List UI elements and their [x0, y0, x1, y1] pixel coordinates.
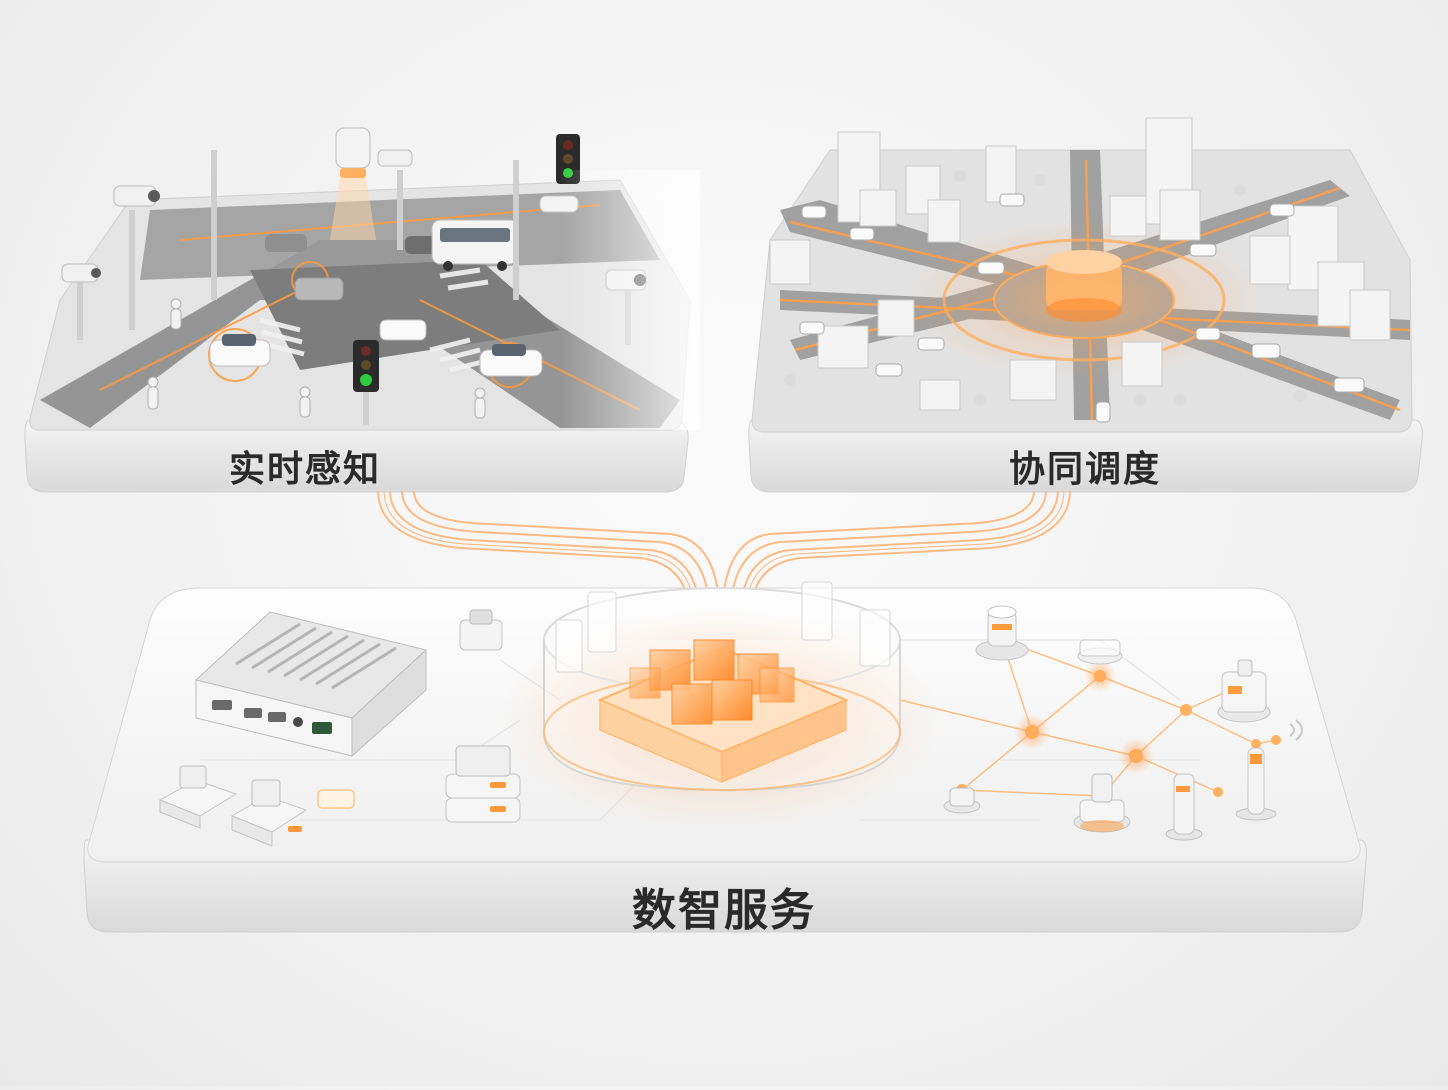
digital-services-label: 数智服务 [632, 885, 816, 936]
storage-stack-icon [445, 745, 521, 823]
sensor-node-icon [230, 779, 308, 847]
wireless-signal-icon [1289, 719, 1303, 741]
data-cube-core-icon [597, 639, 849, 783]
sensor-node-icon [459, 609, 503, 651]
roundabout-hub-icon [904, 220, 1264, 380]
sensor-node-icon [1217, 659, 1271, 723]
car-icon [379, 319, 427, 341]
edge-server-icon [194, 611, 428, 758]
realtime-perception-platform [24, 127, 700, 493]
car-icon [799, 193, 1365, 423]
bus-icon [431, 219, 519, 271]
traffic-light-icon [353, 340, 379, 392]
collaborative-dispatch-label: 协同调度 [1008, 449, 1161, 490]
sensor-node-icon [975, 605, 1029, 661]
car-icon [479, 344, 543, 377]
traffic-camera-icon [61, 263, 101, 283]
pedestrian-icon [147, 298, 486, 419]
sensor-node-icon [1073, 773, 1131, 833]
sensor-node-icon [1077, 639, 1123, 665]
car-icon [294, 277, 344, 301]
car-icon [209, 334, 271, 367]
sensor-node-icon [1165, 773, 1203, 841]
building-icon [769, 117, 1391, 411]
collaborative-dispatch-platform [748, 117, 1423, 493]
sensor-node-icon [1235, 747, 1277, 821]
sensor-node-icon [158, 765, 238, 829]
sensor-node-icon [317, 789, 355, 809]
traffic-camera-icon [330, 127, 413, 240]
sensor-node-icon [943, 787, 981, 814]
traffic-camera-icon [113, 185, 160, 207]
car-icon [265, 234, 307, 252]
digital-services-platform [83, 581, 1367, 933]
realtime-perception-label: 实时感知 [228, 449, 381, 490]
